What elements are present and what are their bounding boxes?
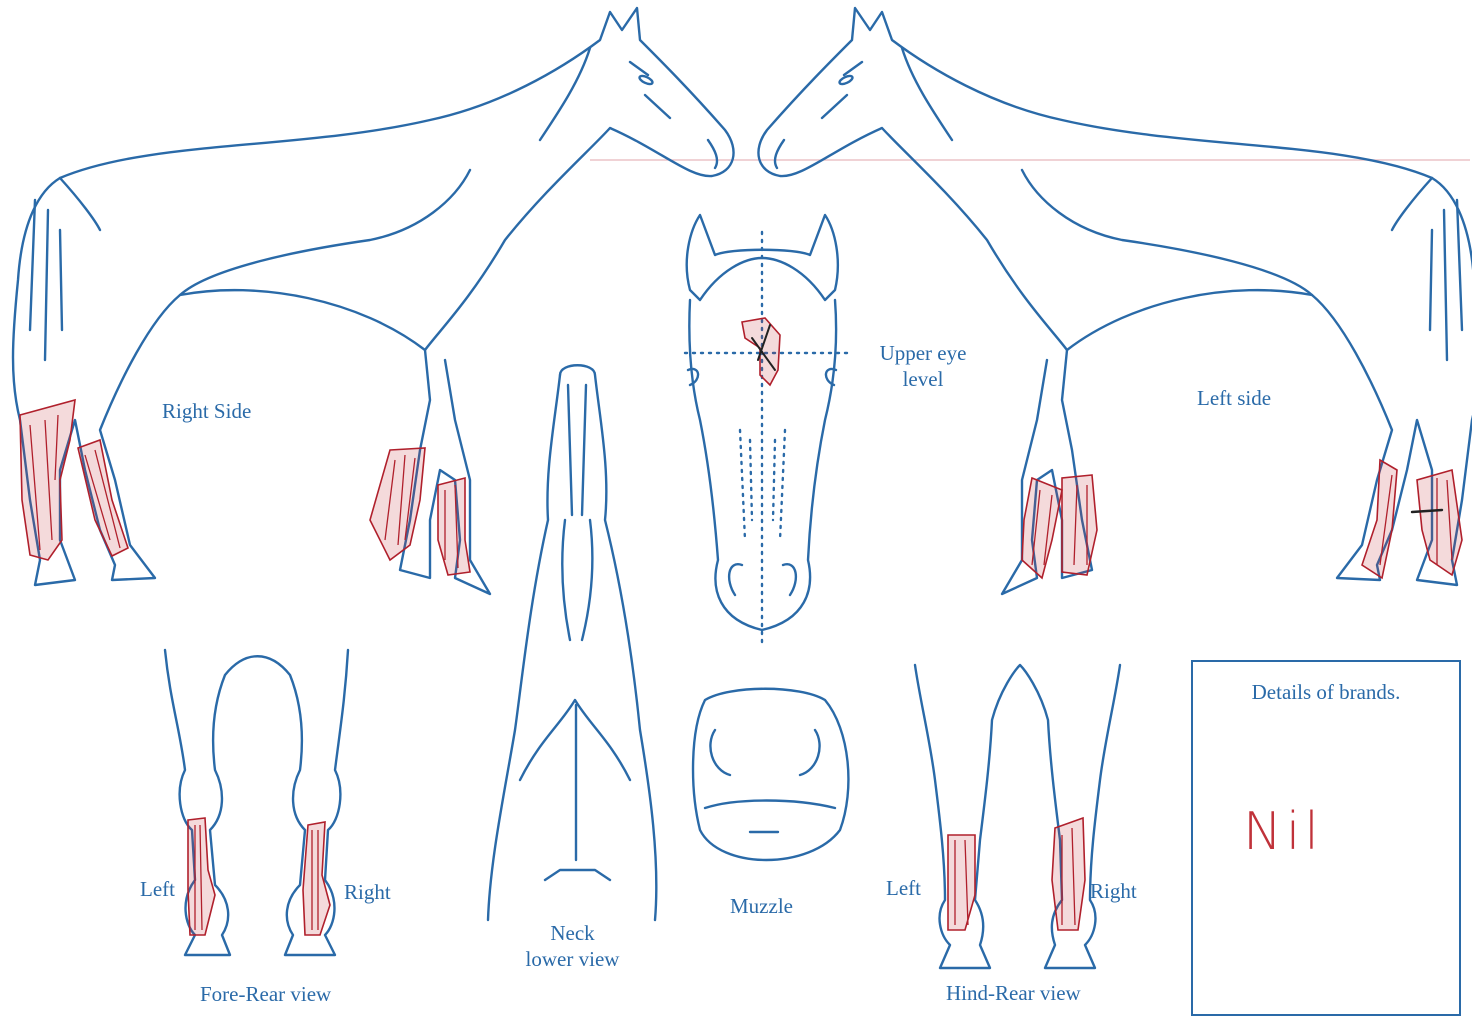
right-side-label: Right Side	[162, 398, 251, 424]
brands-details-box: Details of brands. Nil	[1191, 660, 1461, 1016]
neck-label-line1: Neck	[510, 920, 635, 946]
brands-title: Details of brands.	[1193, 680, 1459, 705]
hind-rear-view-label: Hind-Rear view	[946, 980, 1081, 1006]
upper-eye-label-line1: Upper eye	[868, 340, 978, 366]
horse-right-side	[13, 8, 734, 594]
hind-right-label: Right	[1090, 878, 1137, 904]
horse-left-side	[758, 8, 1472, 594]
left-side-label: Left side	[1197, 385, 1271, 411]
neck-label-line2: lower view	[510, 946, 635, 972]
hind-left-label: Left	[886, 875, 921, 901]
fore-rear-view	[165, 650, 348, 955]
fore-left-label: Left	[140, 876, 175, 902]
muzzle-label: Muzzle	[730, 893, 793, 919]
hind-rear-view	[915, 665, 1120, 968]
neck-lower-view	[488, 365, 656, 920]
brands-handwritten-value: Nil	[1243, 802, 1323, 862]
upper-eye-label-line2: level	[868, 366, 978, 392]
fore-right-label: Right	[344, 879, 391, 905]
head-front-view	[685, 215, 850, 648]
muzzle-view	[693, 689, 848, 860]
fore-rear-view-label: Fore-Rear view	[200, 981, 331, 1007]
